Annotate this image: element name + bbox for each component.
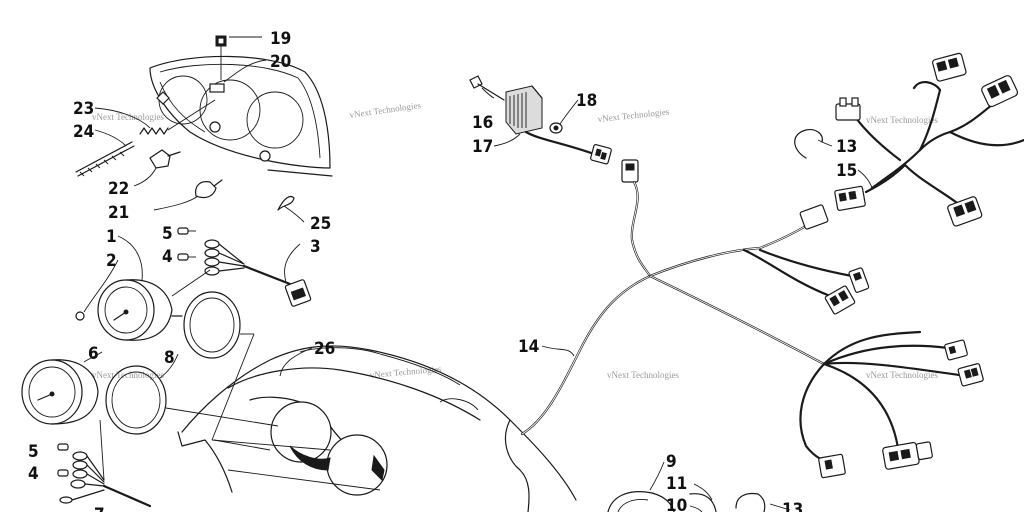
callout-9: 9 <box>666 452 677 472</box>
callout-19: 19 <box>270 29 291 49</box>
callout-24: 24 <box>73 122 94 142</box>
bulb-21 <box>195 179 223 199</box>
callout-20: 20 <box>270 52 291 72</box>
spring-23 <box>139 99 216 135</box>
watermark-text: vNext Technologies <box>866 115 938 125</box>
clamp-13-upper <box>794 129 823 159</box>
callout-5-lower: 5 <box>28 442 39 462</box>
clip-19 <box>215 35 227 80</box>
regulator-17 <box>505 85 543 135</box>
assembly-lines <box>165 333 331 451</box>
wire-10-11 <box>689 493 717 512</box>
tachometer-6 <box>21 359 99 425</box>
clamp-13-lower <box>735 492 766 512</box>
gauge-ring-8-upper <box>183 291 241 359</box>
watermark-text: vNext Technologies <box>349 100 422 120</box>
screw-24 <box>75 141 135 177</box>
bulb-harness-lower <box>57 419 152 508</box>
callout-13-lower: 13 <box>782 500 803 512</box>
callout-17: 17 <box>472 137 493 157</box>
watermarks: vNext Technologies vNext Technologies vN… <box>92 100 938 380</box>
watermark-text: vNext Technologies <box>369 364 442 380</box>
callout-26: 26 <box>314 339 335 359</box>
watermark-text: vNext Technologies <box>92 370 164 380</box>
headlight-assembly <box>149 55 333 177</box>
callout-16: 16 <box>472 113 493 133</box>
callout-6: 6 <box>88 344 99 364</box>
callout-15: 15 <box>836 161 857 181</box>
callout-labels: 19 20 23 24 22 21 25 1 5 3 2 4 26 6 8 5 … <box>28 29 857 512</box>
callout-5-upper: 5 <box>162 224 173 244</box>
gauge-ring-8-lower <box>105 365 167 435</box>
watermark-text: vNext Technologies <box>866 370 938 380</box>
callout-25: 25 <box>310 214 331 234</box>
callout-8: 8 <box>164 348 175 368</box>
nut-18 <box>549 122 563 134</box>
callout-14: 14 <box>518 337 539 357</box>
watermark-text: vNext Technologies <box>92 112 164 122</box>
wiring-harness-14 <box>520 159 968 466</box>
callout-10: 10 <box>666 496 687 512</box>
headlight-housing <box>149 55 331 169</box>
regulator-wire <box>524 130 612 165</box>
callout-1: 1 <box>106 227 117 247</box>
bulb-socket-22 <box>149 149 181 169</box>
harness-connectors <box>799 204 984 479</box>
watermark-text: vNext Technologies <box>607 370 679 380</box>
callout-4-lower: 4 <box>28 464 39 484</box>
wire-25 <box>277 195 295 211</box>
bolt-16 <box>469 75 505 101</box>
watermark-text: vNext Technologies <box>597 106 670 124</box>
callout-11: 11 <box>666 474 687 494</box>
speedometer-1 <box>97 279 183 341</box>
callout-7: 7 <box>94 505 105 512</box>
sub-harness-15 <box>834 52 1024 227</box>
bulb-harness-upper <box>171 227 312 307</box>
callout-22: 22 <box>108 179 129 199</box>
callout-21: 21 <box>108 203 129 223</box>
switch-9 <box>607 491 675 512</box>
callout-23: 23 <box>73 99 94 119</box>
screw-2 <box>75 311 85 321</box>
callout-2: 2 <box>106 251 117 271</box>
callout-4-upper: 4 <box>162 247 173 267</box>
callout-3: 3 <box>310 237 321 257</box>
callout-13-upper: 13 <box>836 137 857 157</box>
dash-panel-26 <box>177 345 577 512</box>
callout-18: 18 <box>576 91 597 111</box>
leader-lines <box>83 36 873 512</box>
